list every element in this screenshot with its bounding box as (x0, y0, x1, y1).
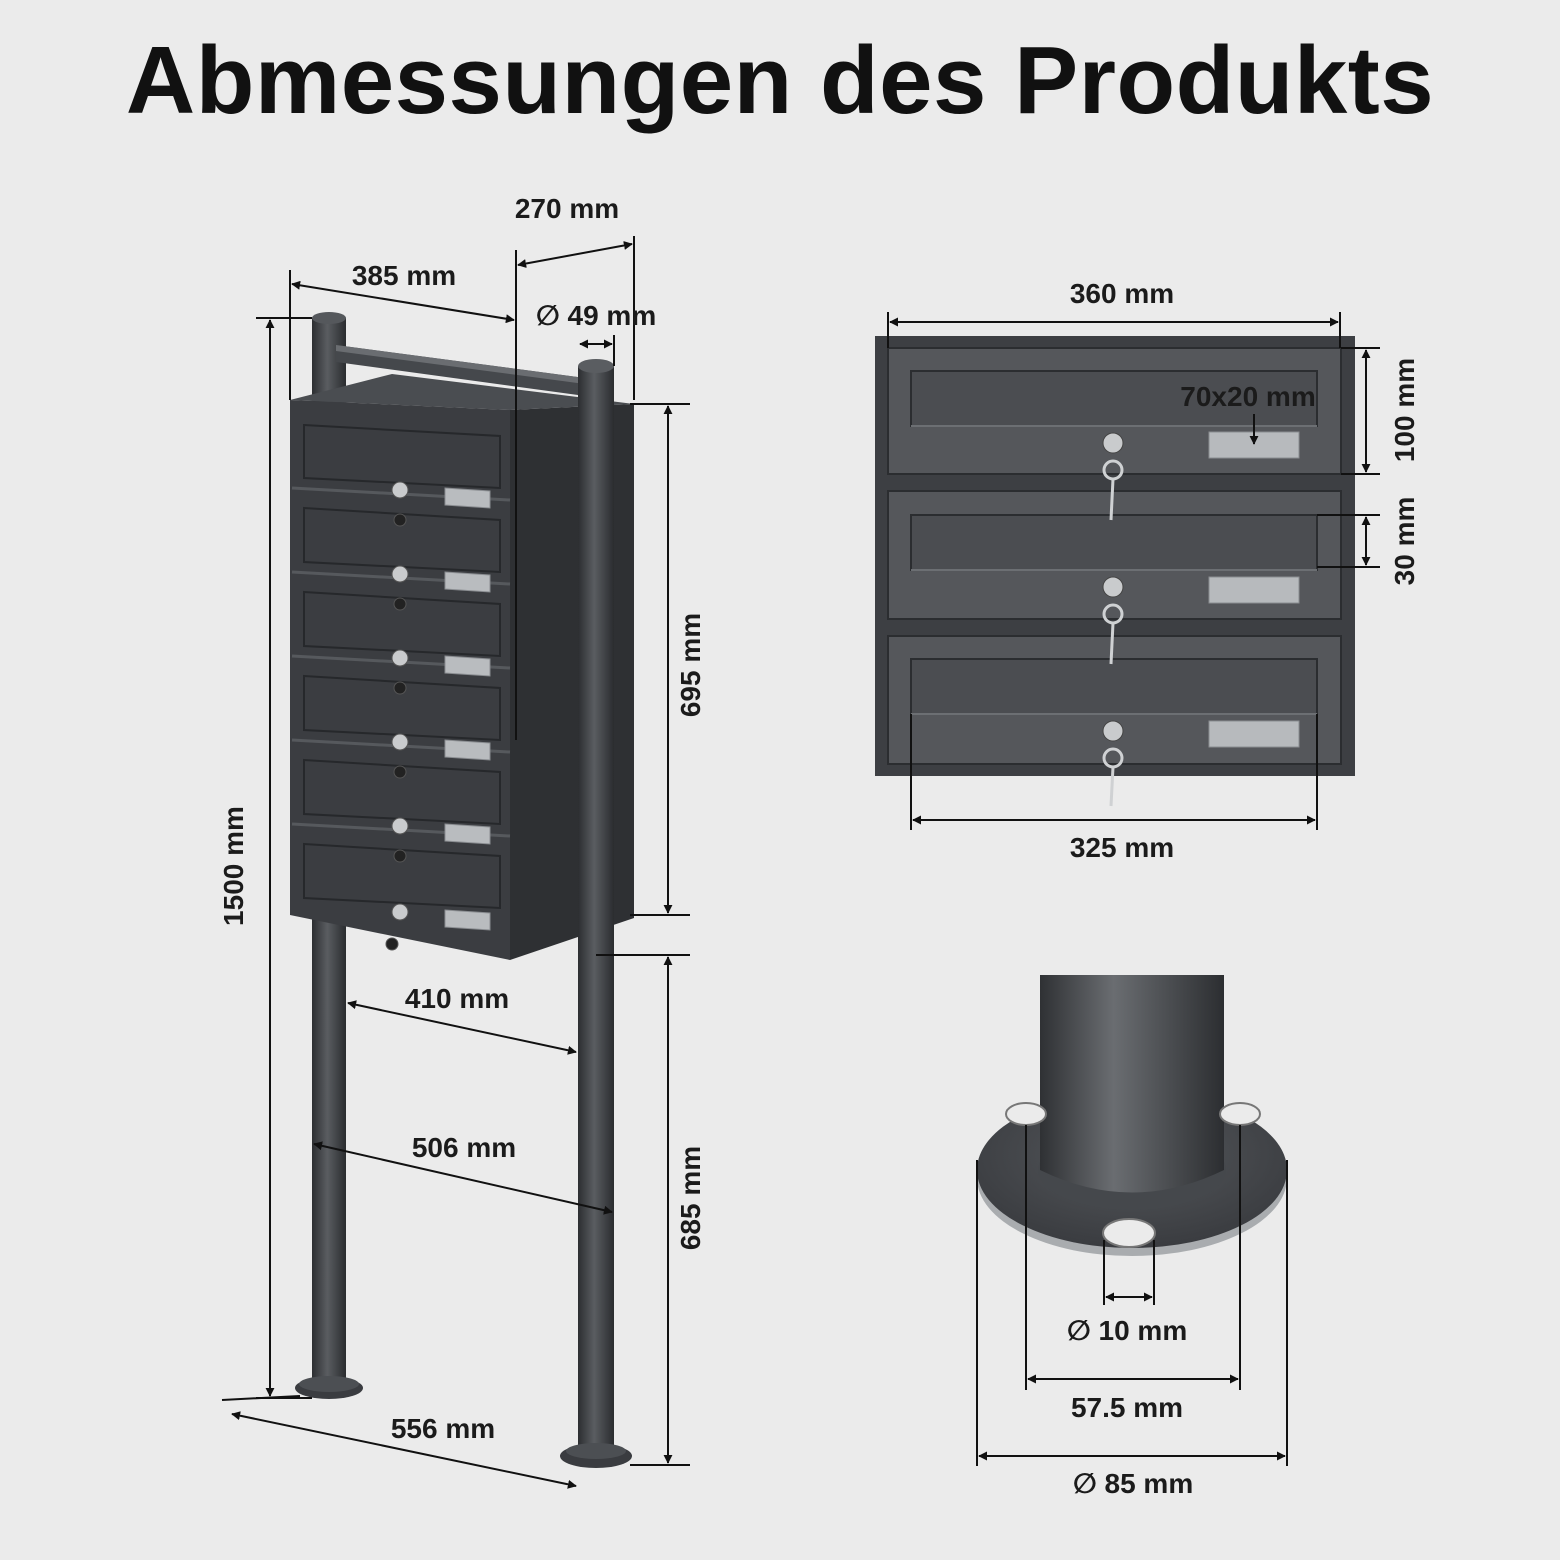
page-title: Abmessungen des Produkts (125, 27, 1435, 134)
label-post-height-below: 685 mm (675, 1146, 706, 1250)
label-outer-post-distance: 506 mm (412, 1132, 516, 1163)
label-slot-width: 325 mm (1070, 832, 1174, 863)
label-box-height: 695 mm (675, 613, 706, 717)
base-flange-illustration (977, 975, 1287, 1256)
label-unit-height: 100 mm (1389, 358, 1420, 462)
label-inner-post-distance: 410 mm (405, 983, 509, 1014)
dimension-labels: 270 mm 385 mm ∅ 49 mm 695 mm 1500 mm 410… (218, 193, 1420, 1499)
front-panel-illustration (875, 336, 1355, 807)
label-hole-diameter: ∅ 10 mm (1067, 1315, 1187, 1346)
label-slot-height: 30 mm (1389, 497, 1420, 586)
label-base-diameter: ∅ 85 mm (1073, 1468, 1193, 1499)
mailbox-compartments (291, 423, 511, 951)
label-depth: 270 mm (515, 193, 619, 224)
label-hole-spacing: 57.5 mm (1071, 1392, 1183, 1423)
label-box-width: 385 mm (352, 260, 456, 291)
mailbox-stand-illustration (290, 312, 634, 1468)
label-name-plate: 70x20 mm (1180, 381, 1315, 412)
dimension-lines (221, 236, 1380, 1489)
label-post-diameter: ∅ 49 mm (536, 300, 656, 331)
label-total-height: 1500 mm (218, 806, 249, 926)
label-front-width: 360 mm (1070, 278, 1174, 309)
label-base-width: 556 mm (391, 1413, 495, 1444)
